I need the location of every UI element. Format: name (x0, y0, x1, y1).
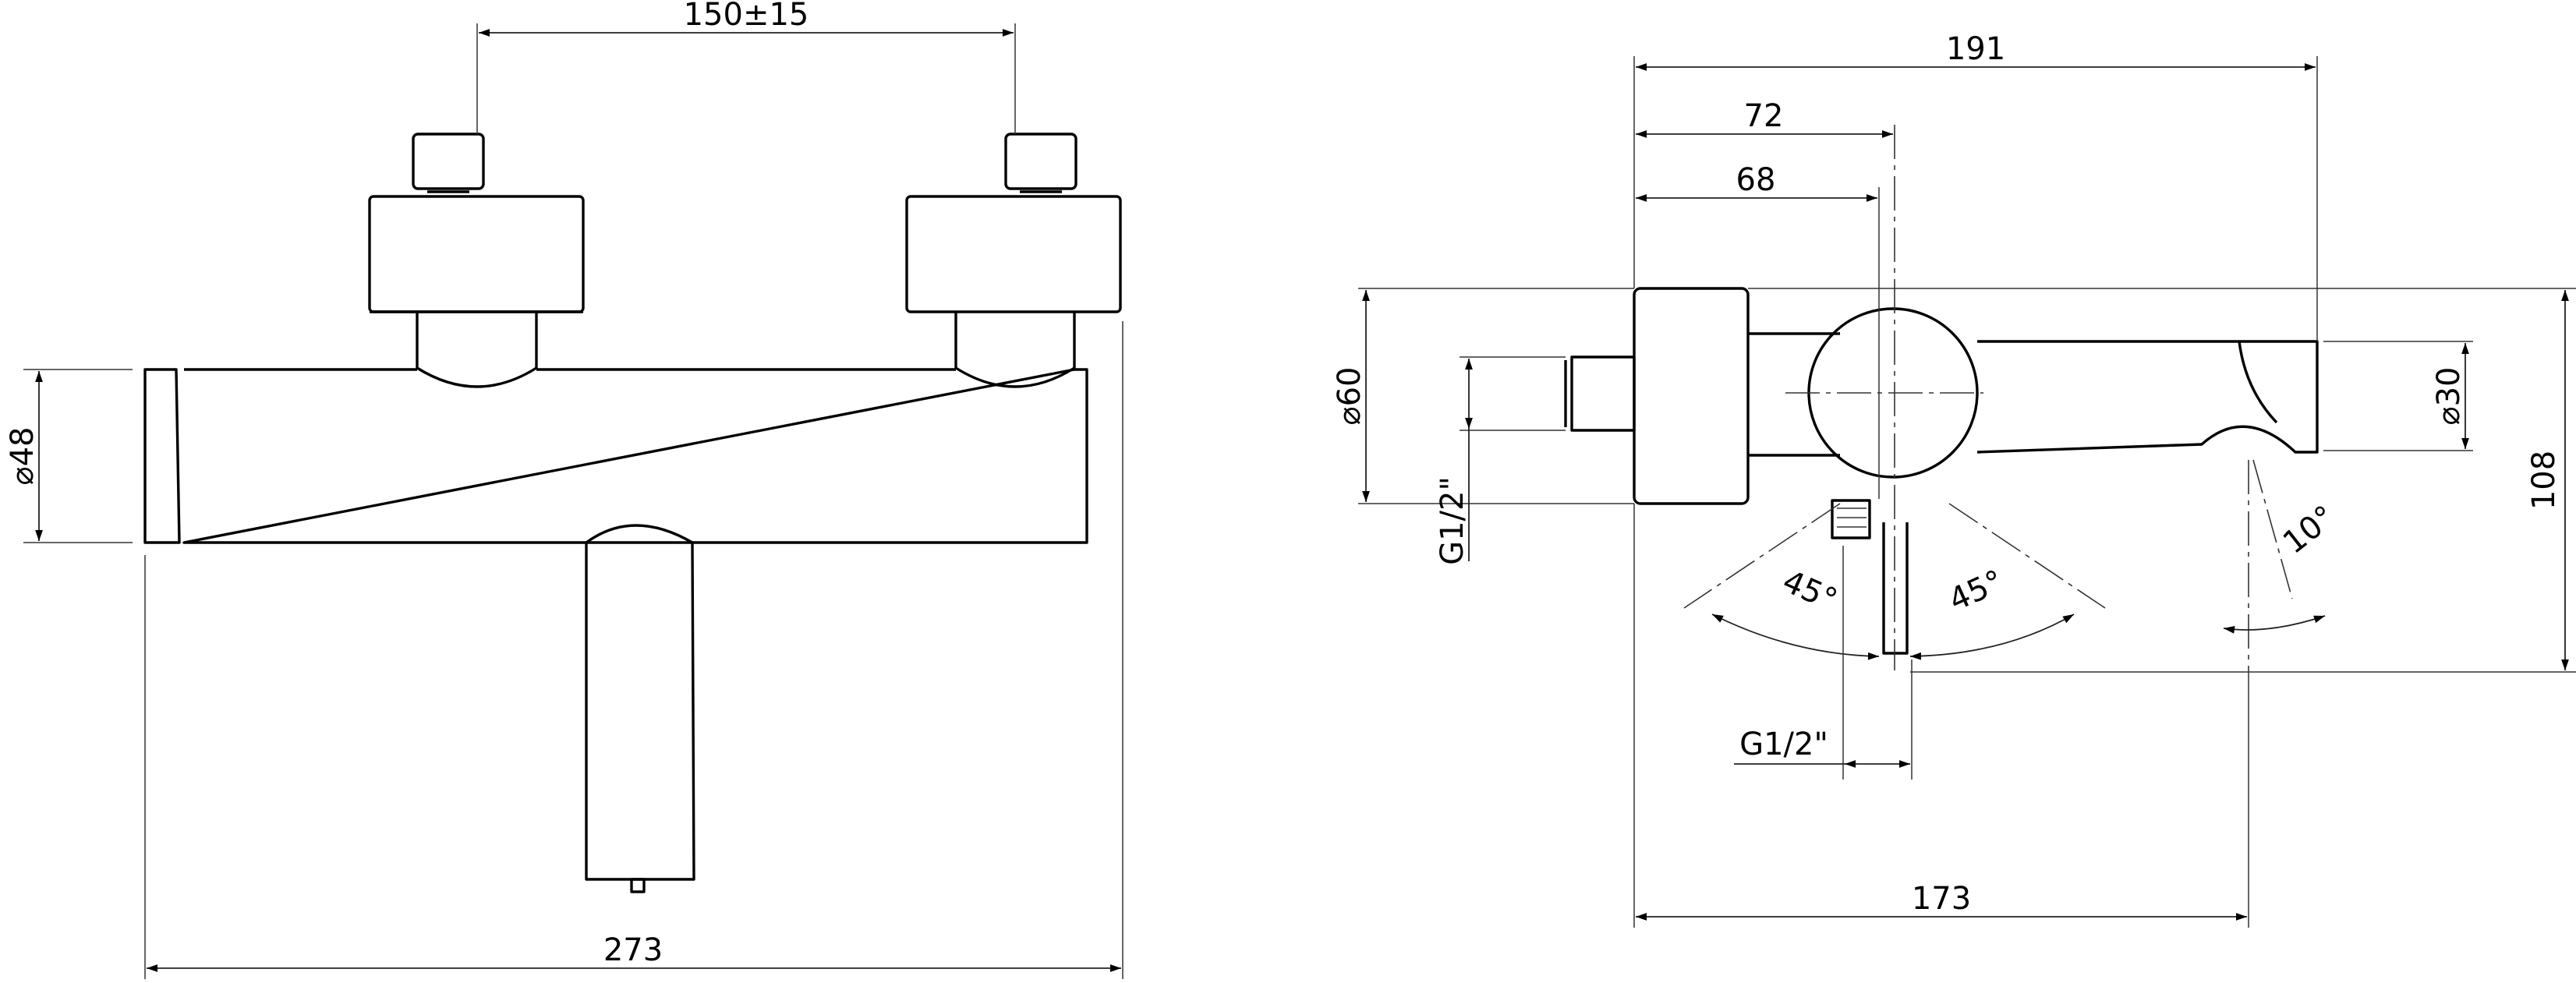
left-inlet-connector (368, 133, 585, 388)
spout-diameter-label: ⌀30 (2431, 367, 2467, 426)
dim-wall-to-spout: 173 (1633, 504, 2249, 928)
dim-swing-right: 45° (1909, 564, 2075, 660)
body-diameter-label: ⌀48 (5, 427, 41, 486)
dim-axis-offset: 72 (1636, 98, 1893, 138)
height-label: 108 (2526, 451, 2562, 510)
axis-offset-label: 72 (1744, 98, 1784, 134)
outlet-thread (1831, 499, 1871, 539)
inlet-spacing-label: 150±15 (684, 0, 809, 33)
handle-diameter-label: ⌀60 (1332, 367, 1368, 426)
dim-total-depth: 191 (1633, 31, 2318, 341)
dim-body-depth: 68 (1636, 162, 1880, 499)
dim-handle-diameter: ⌀60 (1332, 288, 1634, 504)
inlet-stub (1570, 355, 1636, 432)
overall-width-label: 273 (603, 932, 663, 968)
spout (1976, 340, 2319, 454)
side-body (1748, 332, 1840, 457)
dim-height: 108 (1748, 288, 2576, 673)
dim-swing-left: 45° (1711, 564, 1880, 660)
dim-inlet-spacing: 150±15 (476, 0, 1016, 134)
inlet-thread-label: G1/2" (1435, 476, 1470, 565)
body-depth-label: 68 (1736, 162, 1776, 198)
wall-to-spout-label: 173 (1912, 881, 1971, 917)
front-view: 150±15 ⌀48 273 (5, 0, 1123, 979)
dim-body-diameter: ⌀48 (5, 369, 133, 543)
dim-spout-diameter: ⌀30 (2323, 341, 2473, 451)
handle-cap (1633, 287, 1750, 505)
outlet-pipe (1882, 522, 1909, 655)
side-view: 191 72 68 ⌀60 G1/2" (1332, 31, 2576, 928)
spout-tilt-label: 10° (2277, 499, 2342, 561)
mixer-body (143, 368, 1088, 893)
dim-overall-width: 273 (144, 321, 1123, 979)
right-inlet-connector (905, 133, 1122, 388)
total-depth-label: 191 (1946, 31, 2005, 67)
dim-inlet-thread: G1/2" (1435, 356, 1566, 565)
swing-left-label: 45° (1778, 564, 1842, 619)
dim-outlet-thread: G1/2" (1734, 546, 1913, 780)
outlet-thread-label: G1/2" (1739, 727, 1828, 762)
swing-right-label: 45° (1944, 564, 2008, 619)
